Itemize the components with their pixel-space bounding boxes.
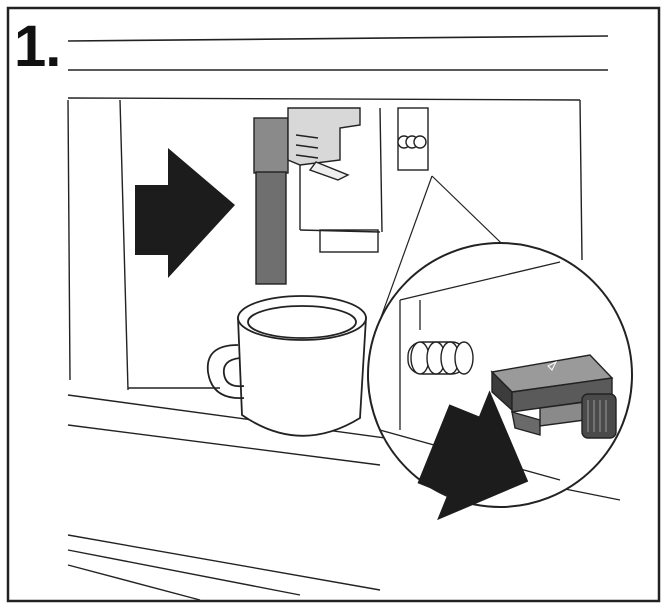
machine-body (67, 97, 583, 391)
arrow-right-icon (135, 148, 235, 278)
knob-detail (407, 341, 474, 375)
coffee-cup (206, 295, 367, 437)
latch-detail (397, 107, 429, 171)
drip-tray (67, 394, 621, 601)
magnifier-inset (367, 242, 633, 521)
callout-line (379, 175, 433, 321)
tray-part (490, 354, 617, 439)
arrow-right-icon (417, 390, 529, 521)
step-number: 1. (14, 14, 61, 79)
coffee-spout (253, 107, 361, 285)
instruction-line-1 (67, 35, 609, 42)
border (6, 6, 661, 603)
